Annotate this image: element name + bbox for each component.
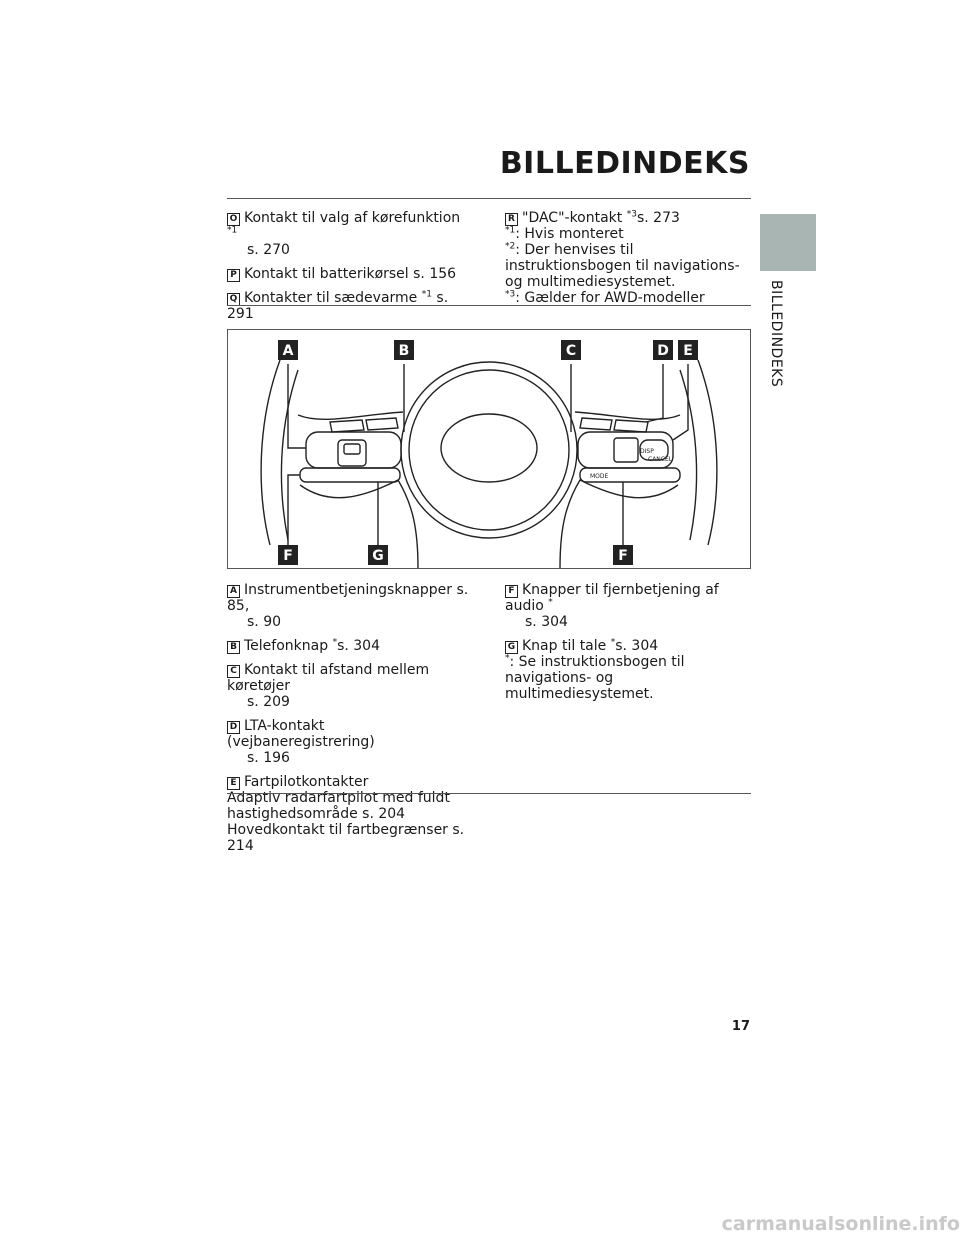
callout-f-right: F xyxy=(618,548,628,564)
callout-b: B xyxy=(399,343,410,359)
callout-a: A xyxy=(283,343,294,359)
steering-wheel-illustration: DISP CANCEL MODE A B C D E F G F xyxy=(260,340,718,568)
callout-d: D xyxy=(657,343,669,359)
label-mode: MODE xyxy=(590,473,609,480)
section-tab xyxy=(760,214,816,271)
label-disp: DISP xyxy=(640,448,654,455)
page-number: 17 xyxy=(731,1019,750,1034)
page-title: BILLEDINDEKS xyxy=(499,146,750,181)
callout-g: G xyxy=(372,548,384,564)
divider-top xyxy=(227,198,751,199)
footnote-star: *: Se instruktionsbogen til navigations-… xyxy=(505,653,685,702)
footnote-2: *2: Der henvises til instruktionsbogen t… xyxy=(505,241,740,290)
side-tab-label: BILLEDINDEKS xyxy=(768,280,784,388)
top-right-list: R"DAC"-kontakt *3s. 273 *1: Hvis montere… xyxy=(505,210,750,306)
watermark: carmanualsonline.info xyxy=(721,1213,960,1235)
divider-bottom xyxy=(227,793,751,794)
callout-f-left: F xyxy=(283,548,293,564)
callout-e: E xyxy=(683,343,693,359)
label-cancel: CANCEL xyxy=(648,456,673,463)
steering-wheel-figure: DISP CANCEL MODE A B C D E F G F xyxy=(227,329,751,569)
divider-middle xyxy=(227,305,751,306)
footnote-1: *1: Hvis monteret xyxy=(505,225,624,242)
footnote-3: *3: Gælder for AWD-modeller xyxy=(505,289,705,306)
callout-c: C xyxy=(566,343,576,359)
entry-r: R"DAC"-kontakt *3s. 273 xyxy=(505,210,750,226)
